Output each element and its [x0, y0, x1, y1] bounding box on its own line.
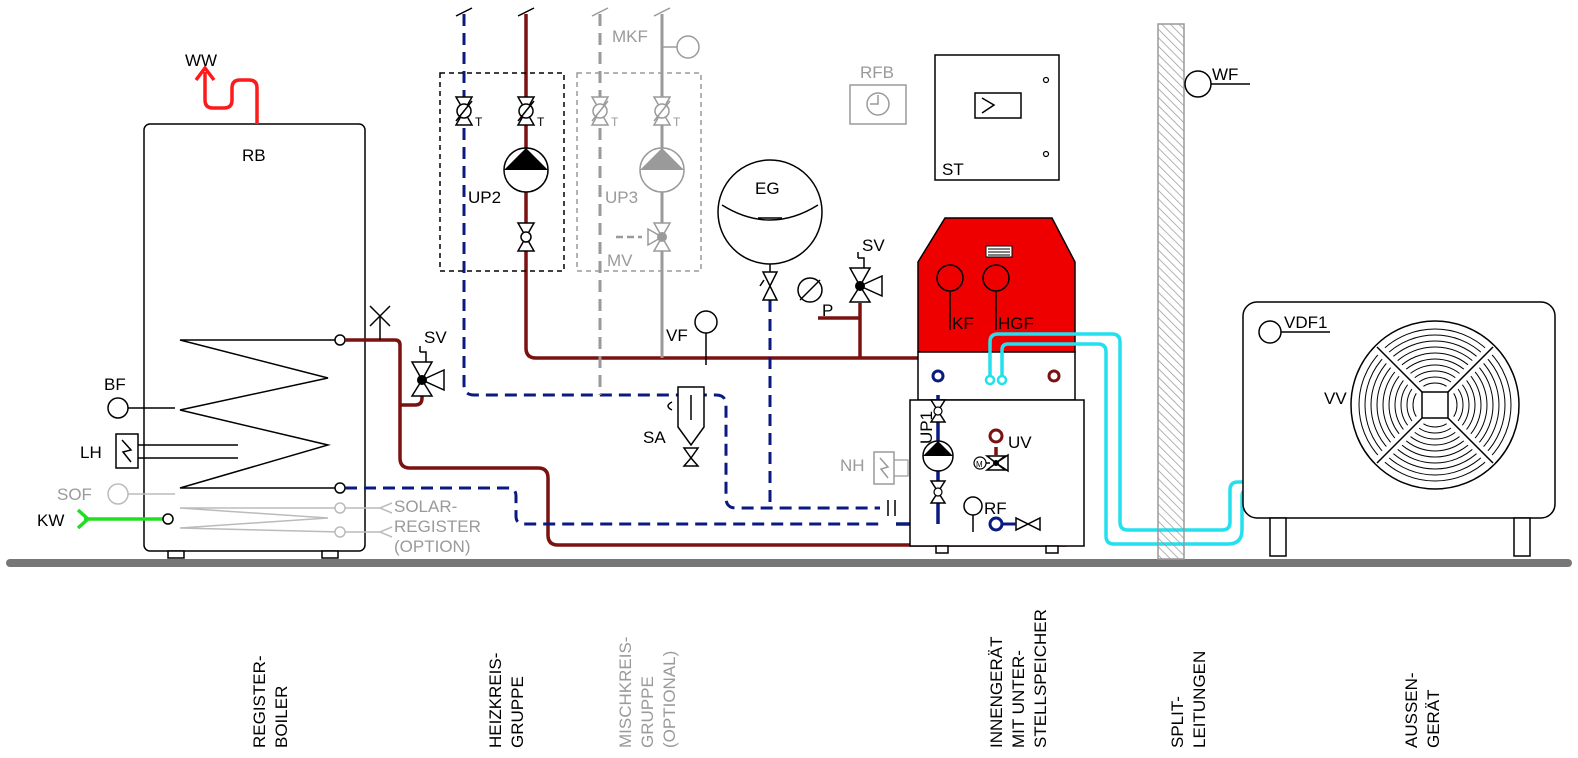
caption-innengeraet-2: MIT UNTER- [1009, 650, 1028, 748]
register-boiler [76, 65, 366, 559]
caption-innengeraet-1: INNENGERÄT [987, 637, 1006, 748]
sensor-wf-icon [1184, 70, 1212, 98]
label-rf: RF [984, 499, 1007, 518]
label-t-1: T [475, 115, 483, 129]
label-mv: MV [607, 251, 633, 270]
label-vf: VF [666, 326, 688, 345]
label-eg: EG [755, 179, 780, 198]
label-nh: NH [840, 456, 865, 475]
caption-registerboiler-1: REGISTER- [250, 655, 269, 748]
label-st: ST [942, 160, 964, 179]
label-solar-1: SOLAR- [394, 497, 457, 516]
solar-register-coil [179, 507, 341, 533]
sensor-bf-icon [107, 397, 129, 419]
label-bf: BF [104, 375, 126, 394]
sludge-separator-sa-icon [667, 386, 705, 467]
caption-aussengeraet-1: AUSSEN- [1402, 672, 1421, 748]
diverter-valve-uv-icon [973, 428, 1009, 473]
label-t-4: T [673, 115, 681, 129]
captions: REGISTER- BOILER HEIZKREIS- GRUPPE MISCH… [250, 609, 1443, 748]
label-t-3: T [611, 115, 619, 129]
caption-mischkreisgruppe-2: GRUPPE [638, 676, 657, 748]
split-lines [988, 332, 1249, 546]
pump-up1-icon [922, 440, 954, 472]
label-vv: VV [1324, 389, 1347, 408]
safety-valve-left-icon [410, 346, 445, 397]
label-kw: KW [37, 511, 64, 530]
caption-splitleitungen-2: LEITUNGEN [1190, 651, 1209, 748]
label-uv: UV [1008, 433, 1032, 452]
label-sv-left: SV [424, 328, 447, 347]
label-solar-3: (OPTION) [394, 537, 471, 556]
caption-heizkreisgruppe-1: HEIZKREIS- [486, 653, 505, 748]
fan-vv-icon [1350, 320, 1520, 490]
label-up1: UP1 [917, 411, 936, 444]
sensor-mkf-icon [676, 35, 700, 59]
caption-heizkreisgruppe-2: GRUPPE [508, 676, 527, 748]
label-rfb: RFB [860, 63, 894, 82]
caption-mischkreisgruppe-1: MISCHKREIS- [616, 637, 635, 748]
label-vdf1: VDF1 [1284, 313, 1327, 332]
label-solar-2: REGISTER [394, 517, 481, 536]
sensor-vf-icon [694, 310, 718, 334]
caption-registerboiler-2: BOILER [272, 686, 291, 748]
label-t-2: T [537, 115, 545, 129]
heat-exchanger-coil [179, 339, 340, 489]
caption-aussengeraet-2: GERÄT [1424, 689, 1443, 748]
label-sof: SOF [57, 485, 92, 504]
outdoor-unit [1242, 301, 1556, 557]
sensor-sof-icon [107, 483, 129, 505]
pressure-gauge-p-icon [797, 277, 823, 303]
mixing-valve-mv-icon [616, 222, 671, 252]
expansion-vessel-eg-icon [717, 159, 823, 272]
pump-up2-icon [503, 147, 549, 193]
label-wf: WF [1212, 65, 1238, 84]
heating-group-box [439, 72, 565, 272]
label-hgf: HGF [998, 314, 1034, 333]
label-sv-right: SV [862, 236, 885, 255]
caption-mischkreisgruppe-3: (OPTIONAL) [660, 651, 679, 748]
label-lh: LH [80, 443, 102, 462]
pump-up3-icon [639, 147, 685, 193]
label-sa: SA [643, 428, 666, 447]
caption-splitleitungen-1: SPLIT- [1168, 696, 1187, 748]
return-pipes [345, 14, 880, 526]
wall [1157, 23, 1185, 560]
label-m: M [976, 460, 983, 469]
label-p: P [822, 301, 833, 320]
caption-innengeraet-3: STELLSPEICHER [1031, 609, 1050, 748]
label-kf: KF [952, 314, 974, 333]
sensor-rf-icon [963, 496, 983, 516]
safety-valve-right-icon [848, 252, 883, 303]
label-up2: UP2 [468, 188, 501, 207]
mixing-group-box [576, 72, 702, 272]
label-rb: RB [242, 146, 266, 165]
hot-water-pipe [203, 72, 259, 124]
label-ww: WW [185, 51, 217, 70]
label-up3: UP3 [605, 188, 638, 207]
label-mkf: MKF [612, 27, 648, 46]
